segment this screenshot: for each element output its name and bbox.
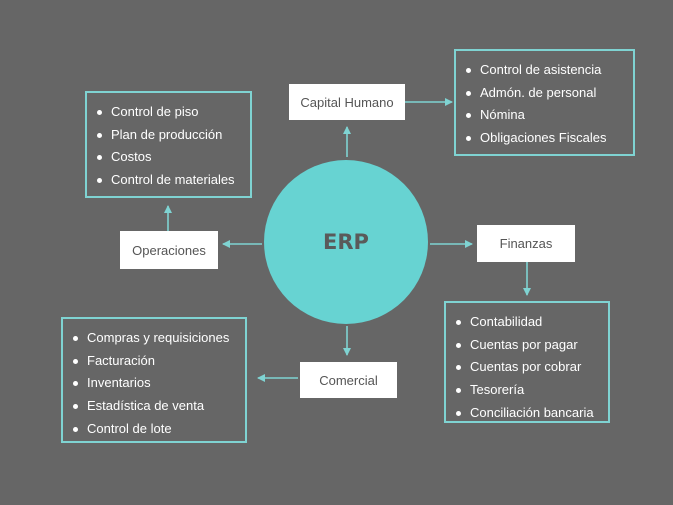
list-item: Facturación: [73, 350, 235, 373]
list-item: Contabilidad: [456, 311, 598, 334]
node-comercial: Comercial: [300, 362, 397, 398]
list-item: Obligaciones Fiscales: [466, 127, 623, 150]
list-item: Inventarios: [73, 372, 235, 395]
list-item: Control de asistencia: [466, 59, 623, 82]
list-item: Control de materiales: [97, 169, 240, 192]
node-finanzas: Finanzas: [477, 225, 575, 262]
list-item: Costos: [97, 146, 240, 169]
list-item: Cuentas por cobrar: [456, 356, 598, 379]
erp-center-label: ERP: [323, 230, 369, 254]
list-capital-humano: Control de asistencia Admón. de personal…: [454, 49, 635, 156]
list-item: Nómina: [466, 104, 623, 127]
list-item: Conciliación bancaria: [456, 402, 598, 425]
node-operaciones: Operaciones: [120, 231, 218, 269]
list-item: Tesorería: [456, 379, 598, 402]
list-item: Cuentas por pagar: [456, 334, 598, 357]
node-capital-humano: Capital Humano: [289, 84, 405, 120]
erp-center-node: ERP: [264, 160, 428, 324]
list-comercial: Compras y requisiciones Facturación Inve…: [61, 317, 247, 443]
list-item: Compras y requisiciones: [73, 327, 235, 350]
list-item: Control de piso: [97, 101, 240, 124]
list-item: Control de lote: [73, 418, 235, 441]
list-finanzas: Contabilidad Cuentas por pagar Cuentas p…: [444, 301, 610, 423]
list-item: Admón. de personal: [466, 82, 623, 105]
list-item: Estadística de venta: [73, 395, 235, 418]
list-operaciones: Control de piso Plan de producción Costo…: [85, 91, 252, 198]
list-item: Plan de producción: [97, 124, 240, 147]
